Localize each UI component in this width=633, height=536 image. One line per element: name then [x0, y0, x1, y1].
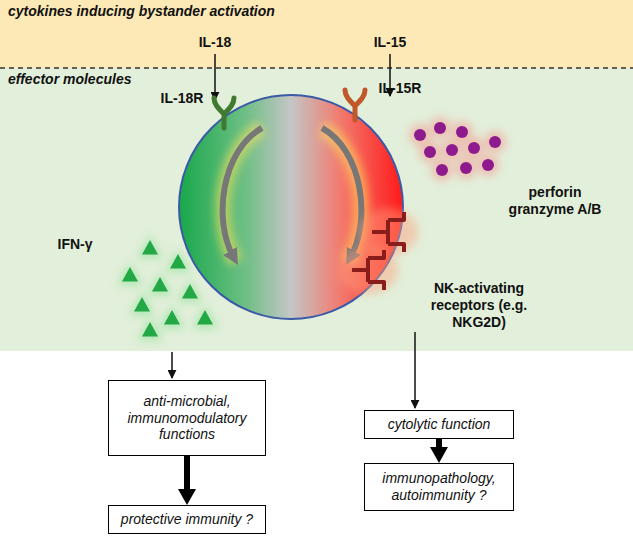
granule-glow: [477, 154, 499, 176]
box-text: cytolytic function: [382, 413, 497, 436]
ifn-gamma-molecules: [117, 235, 218, 340]
granule-dot: [436, 164, 448, 176]
band-heading: cytokines inducing bystander activation: [0, 0, 633, 22]
band-heading: effector molecules: [0, 68, 633, 90]
granule-dot: [460, 162, 472, 174]
box-text: immunopathology, autoimmunity ?: [365, 467, 513, 507]
molecule-glow: [117, 262, 143, 285]
nk-receptors: [338, 208, 418, 294]
cytokine-label: IL-15: [360, 34, 420, 51]
granule-dot: [414, 129, 426, 141]
il18-receptor: [214, 98, 234, 128]
receptor-label: IL-15R: [368, 80, 432, 97]
signal-arrows: [223, 128, 362, 262]
granule-dot: [489, 136, 501, 148]
cytokine-band-fill: [0, 0, 633, 68]
cell-circle: [179, 95, 403, 319]
effector-label: IFN-γ: [40, 236, 110, 253]
cytokine-label: IL-18: [185, 34, 245, 51]
leader-arrow: [414, 332, 416, 408]
box-text: anti-microbial, immunomodulatory functio…: [109, 390, 265, 446]
effector-label: perforin granzyme A/B: [500, 184, 610, 218]
cytokine-band: cytokines inducing bystander activation: [0, 0, 633, 68]
granule-glow: [429, 117, 451, 139]
il15-receptor: [345, 90, 365, 120]
ifn-triangle: [142, 322, 158, 336]
leader-arrow: [171, 352, 173, 378]
ifn-triangle: [134, 297, 150, 311]
molecule-glow: [129, 292, 155, 315]
molecule-glow: [159, 305, 185, 328]
ifn-triangle: [142, 240, 158, 254]
granule-dot: [424, 146, 436, 158]
outcome-box: immunopathology, autoimmunity ?: [364, 463, 514, 511]
ifn-triangle: [182, 284, 198, 298]
granule-glow: [463, 137, 485, 159]
granule-dot: [468, 142, 480, 154]
ifn-triangle: [164, 310, 180, 324]
function-box: cytolytic function: [364, 410, 514, 439]
cytokine-arrow: [214, 54, 216, 100]
granule-glow: [419, 141, 441, 163]
granule-glow: [484, 131, 506, 153]
granule-dot: [456, 126, 468, 138]
outcome-box: protective immunity ?: [108, 505, 266, 534]
granule-dot: [446, 144, 458, 156]
molecule-glow: [137, 235, 163, 258]
effector-band-fill: [0, 68, 633, 351]
molecule-glow: [165, 249, 191, 272]
molecule-glow: [177, 279, 203, 302]
thick-arrow: [436, 439, 442, 447]
receptor-label: IL-18R: [150, 90, 214, 107]
receptor-label: NK-activating receptors (e.g. NKG2D): [405, 280, 553, 330]
function-box: anti-microbial, immunomodulatory functio…: [108, 380, 266, 456]
granule-dot: [482, 159, 494, 171]
ifn-triangle: [197, 310, 213, 324]
perforin-granules: [409, 117, 506, 181]
ifn-triangle: [122, 267, 138, 281]
molecule-glow: [137, 317, 163, 340]
ifn-triangle: [170, 254, 186, 268]
granule-glow: [455, 157, 477, 179]
granule-glow: [441, 139, 463, 161]
dashed-divider: [0, 67, 633, 69]
molecule-glow: [147, 272, 173, 295]
thick-arrow: [184, 456, 190, 489]
granule-dot: [434, 122, 446, 134]
ifn-triangle: [152, 277, 168, 291]
granule-glow: [431, 159, 453, 181]
molecule-glow: [192, 305, 218, 328]
box-text: protective immunity ?: [115, 508, 259, 531]
